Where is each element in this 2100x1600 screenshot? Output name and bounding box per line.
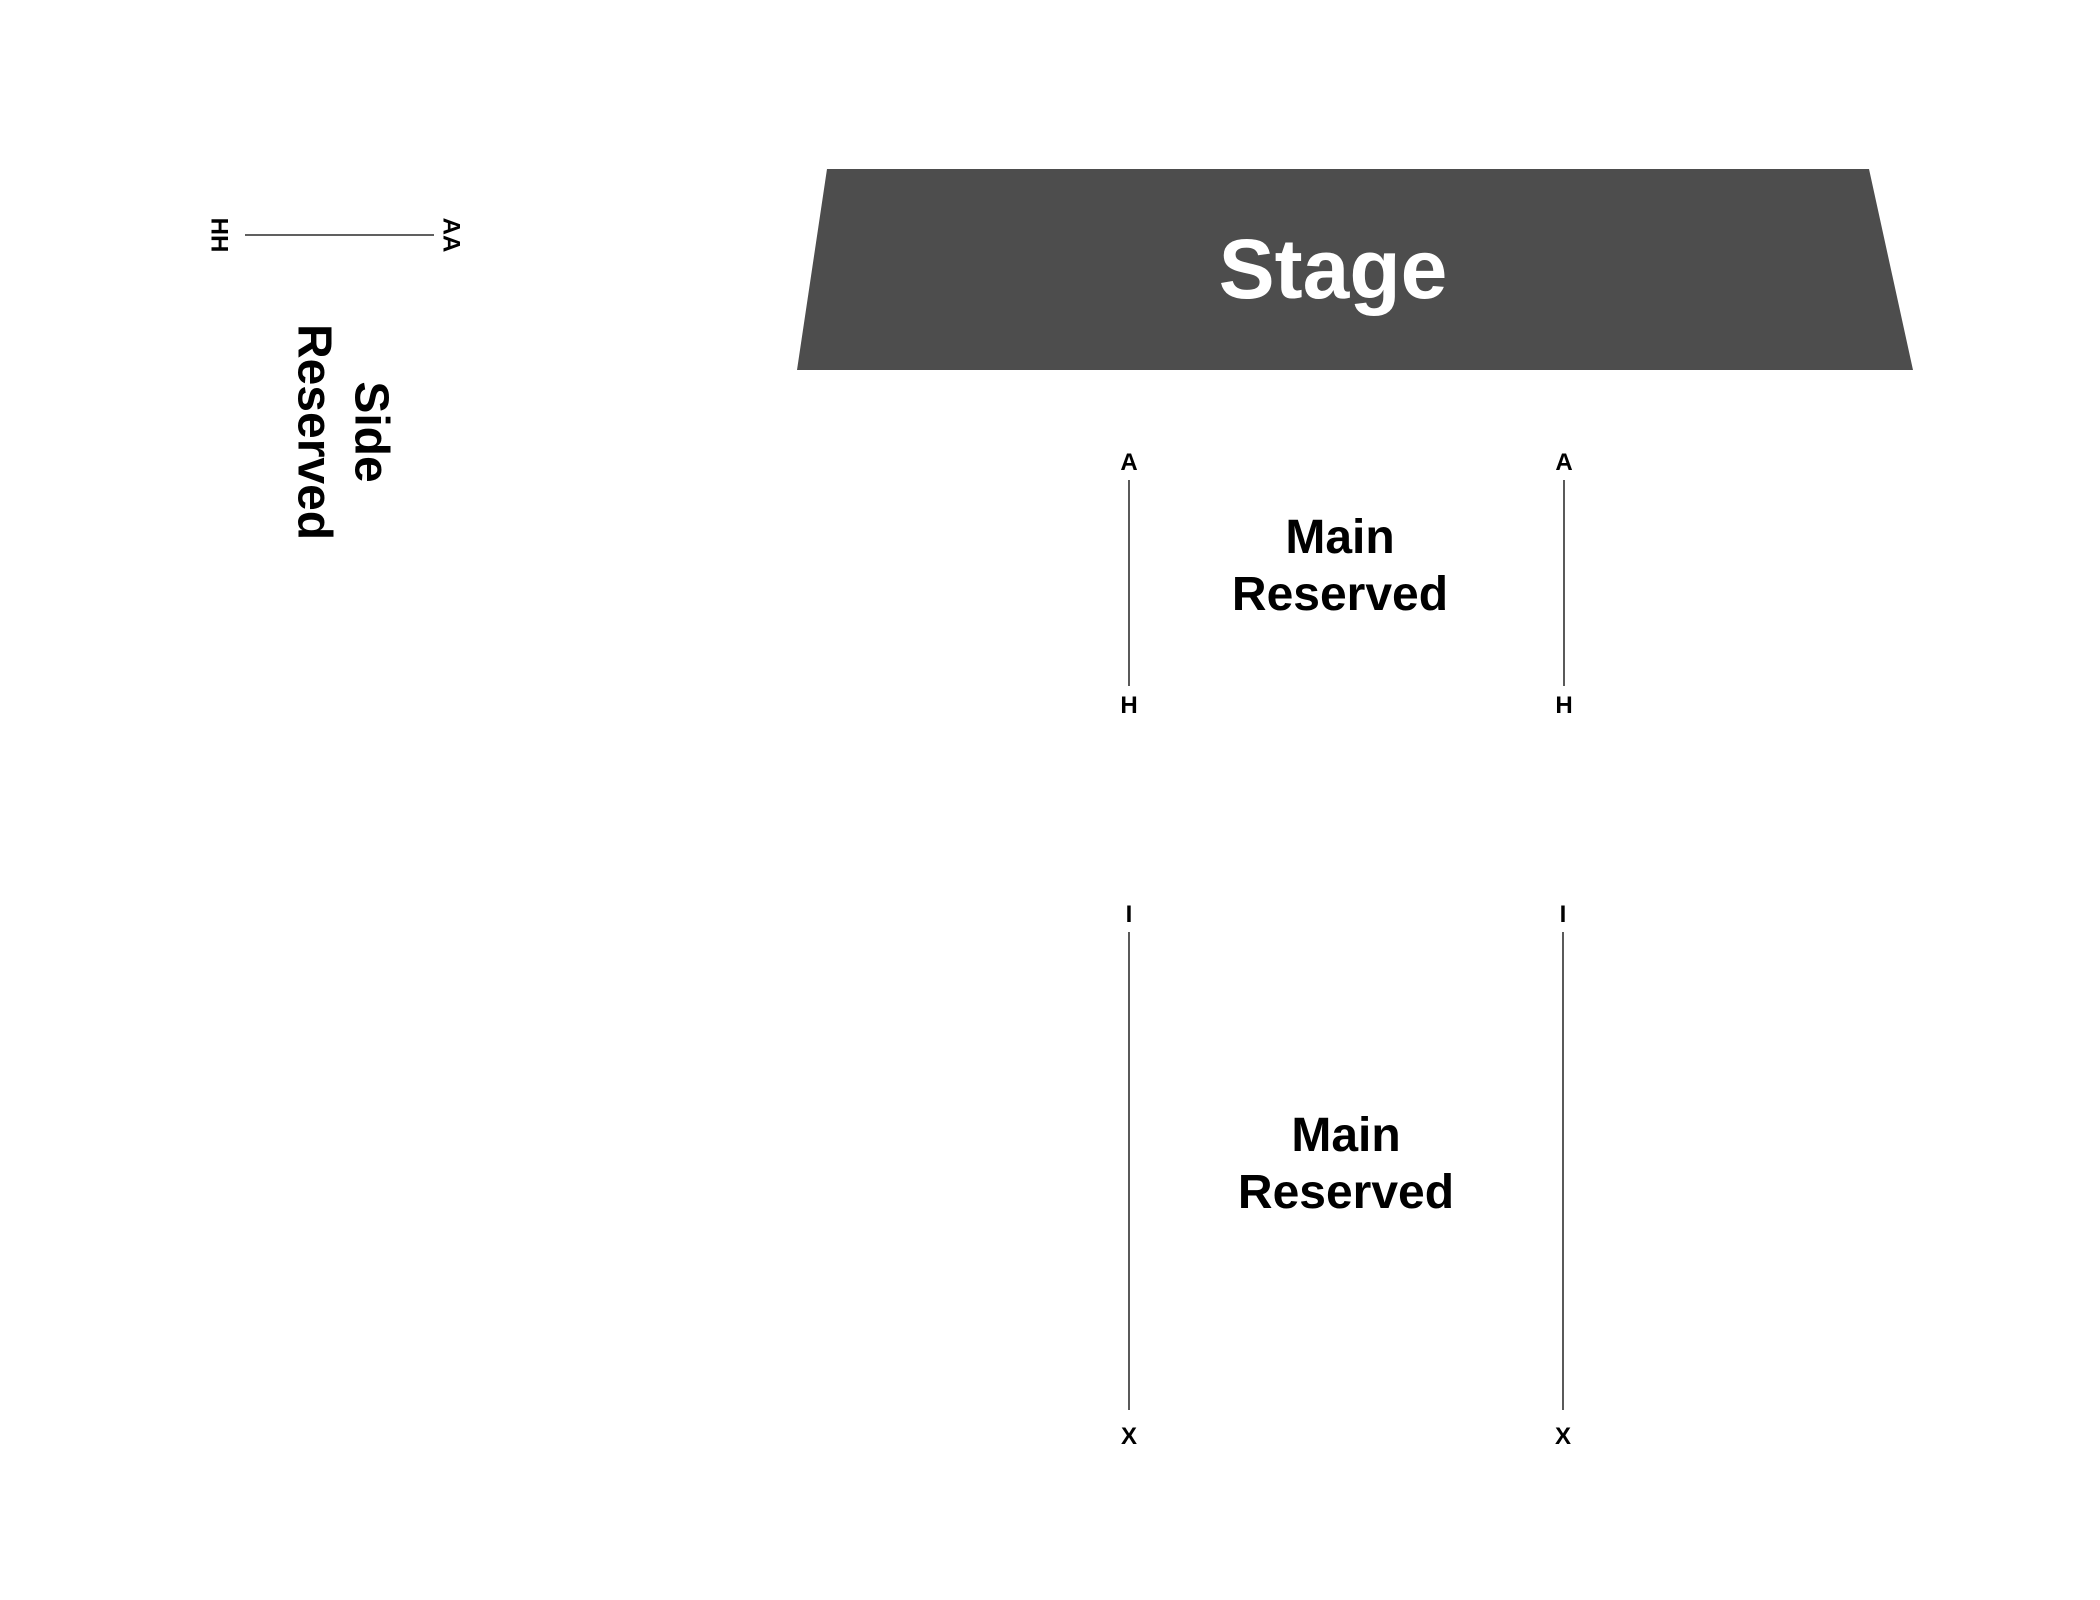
rear-left-aisle: I X [1121,901,1137,1450]
rear-right-aisle: I X [1555,901,1571,1450]
side-reserved-label-line2: Reserved [287,324,340,540]
side-reserved-row-start: AA [438,218,465,253]
stage-shape [797,169,1913,370]
rear-left-row-end: X [1121,1423,1137,1450]
rear-section-label-line2: Reserved [1238,1166,1454,1219]
side-reserved-label: Side Reserved [287,324,397,540]
front-section-label-line1: Main [1285,511,1394,564]
rear-right-row-start: I [1560,901,1567,928]
rear-section-label-line1: Main [1291,1109,1400,1162]
rear-right-row-end: X [1555,1423,1571,1450]
front-right-aisle: A H [1555,449,1572,719]
rear-left-row-start: I [1126,901,1133,928]
stage-label: Stage [1219,222,1448,316]
front-right-row-end: H [1555,692,1572,719]
main-reserved-rear-section[interactable]: I X I X Main Reserved [1121,901,1571,1450]
stage[interactable]: Stage [797,169,1913,370]
front-right-row-start: A [1555,449,1572,476]
side-reserved-section[interactable]: AA HH Side Reserved [206,218,465,540]
side-reserved-label-line1: Side [344,381,397,482]
side-reserved-row-range: AA HH [206,218,465,253]
side-reserved-row-end: HH [206,218,233,253]
front-section-label-line2: Reserved [1232,568,1448,621]
main-reserved-front-section[interactable]: A H A H Main Reserved [1120,449,1572,719]
front-left-row-end: H [1120,692,1137,719]
front-left-row-start: A [1120,449,1137,476]
front-left-aisle: A H [1120,449,1137,719]
